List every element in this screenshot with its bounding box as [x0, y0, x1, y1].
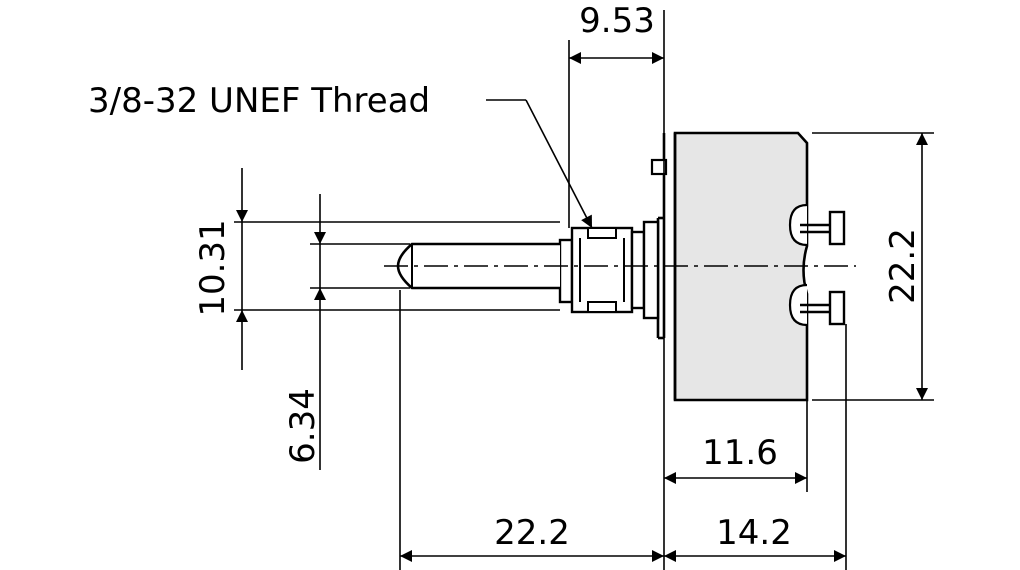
dim-bushing-diameter: 10.31: [193, 219, 233, 316]
dim-9-53: 9.53: [579, 1, 655, 41]
dim-shaft-diameter: 6.34: [283, 388, 323, 464]
dim-body-height: 22.2: [883, 228, 923, 304]
dim-terminal-depth: 14.2: [716, 513, 792, 553]
terminal-upper: [788, 203, 846, 247]
threaded-bushing: [558, 220, 660, 320]
anti-rotation-tab: [650, 158, 668, 176]
dim-shaft-length: 22.2: [494, 513, 570, 553]
terminal-lower: [788, 283, 846, 327]
dim-body-depth: 11.6: [702, 433, 778, 473]
thread-callout: 3/8-32 UNEF Thread: [88, 81, 430, 121]
